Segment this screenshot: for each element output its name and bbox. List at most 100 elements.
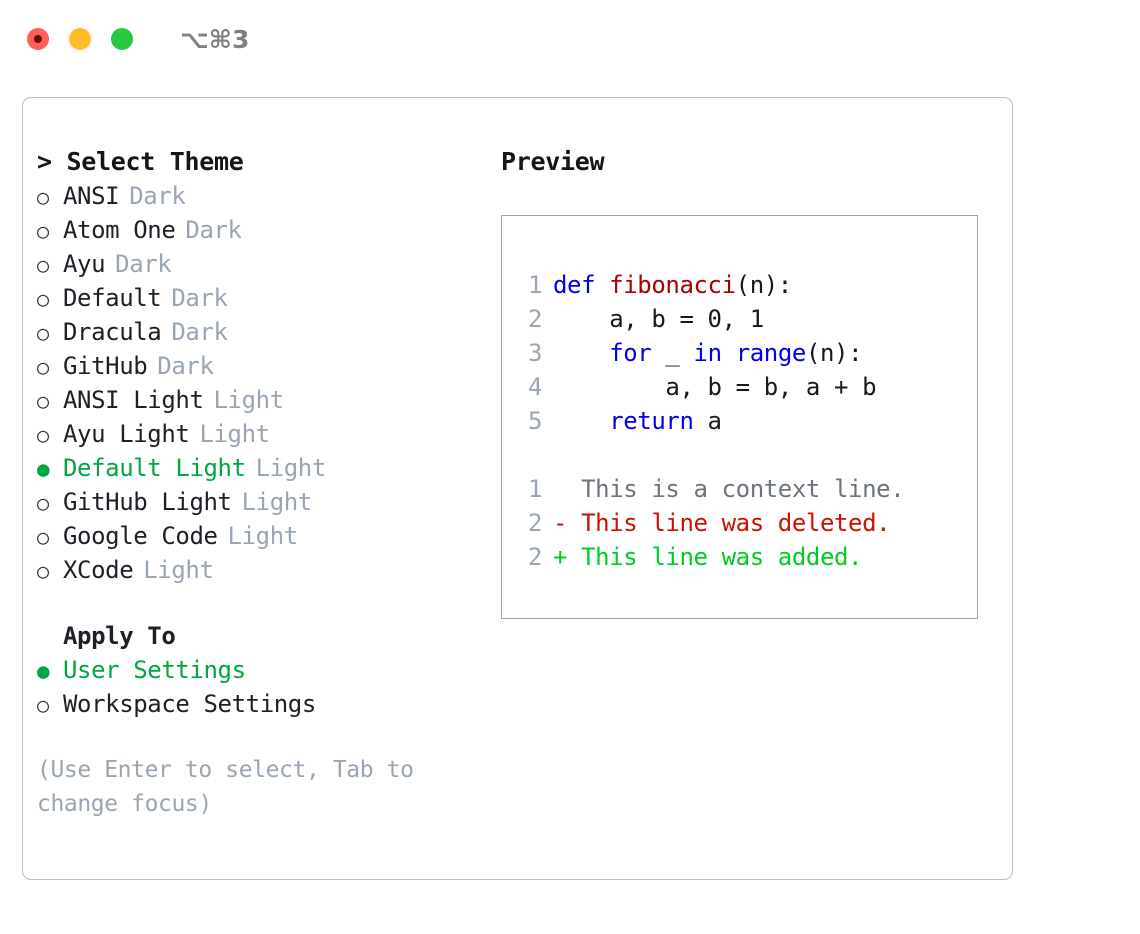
theme-item-label: Ayu: [63, 250, 106, 278]
code-token: _: [651, 339, 694, 367]
code-line: 5 return a: [514, 404, 904, 438]
diff-marker: +: [553, 543, 568, 571]
radio-unselected-icon: ○: [37, 525, 49, 549]
radio-unselected-icon: ○: [37, 355, 49, 379]
line-number: 3: [527, 339, 542, 367]
radio-unselected-icon: ○: [37, 693, 49, 717]
code-token: [553, 407, 609, 435]
theme-item-github[interactable]: ○ GitHub Dark: [37, 349, 492, 383]
diff-line-ctx: 1 This is a context line.: [514, 472, 905, 506]
theme-item-tag: Dark: [185, 216, 242, 244]
theme-item-google-code[interactable]: ○ Google Code Light: [37, 519, 492, 553]
code-token: return: [609, 407, 694, 435]
theme-item-tag: Light: [227, 522, 299, 550]
minimize-button[interactable]: [69, 28, 91, 50]
line-number: 2: [527, 509, 542, 537]
code-line: 3 for _ in range(n):: [514, 336, 904, 370]
code-line: 2 a, b = 0, 1: [514, 302, 904, 336]
theme-item-tag: Dark: [171, 318, 228, 346]
diff-marker: -: [553, 509, 568, 537]
radio-unselected-icon: ○: [37, 423, 49, 447]
code-token: fibonacci: [609, 271, 736, 299]
theme-item-label: Google Code: [63, 522, 218, 550]
theme-item-label: ANSI Light: [63, 386, 204, 414]
apply-to-option-label: User Settings: [63, 656, 246, 684]
code-token: range: [735, 339, 807, 367]
theme-item-ayu-light[interactable]: ○ Ayu Light Light: [37, 417, 492, 451]
theme-item-label: Default: [63, 284, 162, 312]
code-token: [722, 339, 736, 367]
heading-bullet-placeholder: ○: [37, 620, 63, 654]
radio-unselected-icon: ○: [37, 491, 49, 515]
apply-to-option-workspace-settings[interactable]: ○Workspace Settings: [37, 687, 492, 721]
code-token: def: [553, 271, 610, 299]
line-number: 2: [527, 543, 542, 571]
radio-selected-icon: ●: [37, 659, 50, 683]
theme-item-default[interactable]: ○ Default Dark: [37, 281, 492, 315]
code-blank-line: [514, 438, 904, 472]
diff-text: This is a context line.: [567, 475, 905, 503]
recording-dot-icon: [34, 35, 42, 43]
diff-line-del: 2- This line was deleted.: [514, 506, 904, 540]
theme-picker-title: Select Theme: [66, 147, 244, 176]
code-token: a: [693, 407, 722, 435]
theme-picker-header: > Select Theme: [37, 145, 492, 179]
window-titlebar: ⌥⌘3: [0, 0, 1140, 78]
diff-marker: [553, 475, 567, 503]
window-title: ⌥⌘3: [180, 24, 250, 54]
radio-unselected-icon: ○: [37, 389, 49, 413]
code-token: [553, 339, 609, 367]
radio-selected-icon: ●: [37, 457, 50, 481]
radio-unselected-icon: ○: [37, 287, 49, 311]
theme-item-tag: Dark: [157, 352, 214, 380]
theme-item-tag: Light: [143, 556, 214, 584]
close-button[interactable]: [27, 28, 49, 50]
code-line: 4 a, b = b, a + b: [514, 370, 904, 404]
theme-item-dracula[interactable]: ○ Dracula Dark: [37, 315, 492, 349]
apply-to-list[interactable]: ● User Settings ○Workspace Settings: [37, 653, 492, 721]
radio-unselected-icon: ○: [37, 559, 49, 583]
theme-item-tag: Light: [199, 420, 270, 448]
apply-to-heading-row: ○Apply To: [37, 619, 492, 653]
line-number: 1: [527, 475, 542, 503]
theme-item-ansi[interactable]: ○ ANSI Dark: [37, 179, 492, 213]
line-number: 5: [527, 407, 542, 435]
keyboard-hint: (Use Enter to select, Tab to change focu…: [37, 757, 414, 817]
window-controls: [27, 28, 133, 50]
radio-unselected-icon: ○: [37, 219, 49, 243]
maximize-button[interactable]: [111, 28, 133, 50]
theme-item-ansi-light[interactable]: ○ ANSI Light Light: [37, 383, 492, 417]
theme-item-tag: Dark: [115, 250, 172, 278]
theme-item-tag: Dark: [171, 284, 228, 312]
radio-unselected-icon: ○: [37, 321, 49, 345]
theme-item-label: Ayu Light: [63, 420, 190, 448]
radio-unselected-icon: ○: [37, 185, 49, 209]
code-token: (n):: [735, 271, 793, 299]
line-number: 4: [527, 373, 542, 401]
theme-item-label: GitHub: [63, 352, 148, 380]
apply-to-option-user-settings[interactable]: ● User Settings: [37, 653, 492, 687]
apply-to-heading: Apply To: [63, 622, 176, 650]
theme-item-tag: Light: [213, 386, 285, 414]
code-token: in: [693, 339, 723, 367]
theme-item-tag: Light: [255, 454, 327, 482]
theme-item-label: ANSI: [63, 182, 120, 210]
theme-item-tag: Dark: [129, 182, 186, 210]
code-token: (n):: [805, 339, 863, 367]
code-token: for: [609, 339, 652, 367]
theme-item-default-light[interactable]: ● Default Light Light: [37, 451, 492, 485]
theme-item-label: Default Light: [63, 454, 246, 482]
theme-item-label: Dracula: [63, 318, 162, 346]
